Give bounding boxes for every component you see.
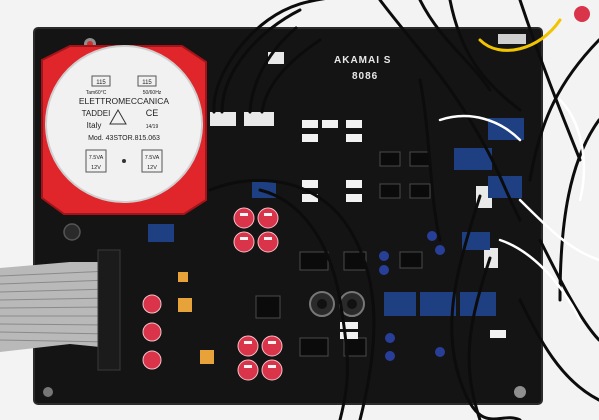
- left-voltage-label: 12V: [91, 165, 101, 171]
- left-rating-label: 7.5VA: [89, 155, 104, 161]
- wire-terminal: [498, 34, 526, 44]
- warning-triangle-icon: [109, 108, 127, 125]
- right-voltage-label: 12V: [147, 165, 157, 171]
- code-label: 14/19: [146, 124, 159, 130]
- pcb-edge: [33, 27, 543, 405]
- transformer: 115 115 Tam60°C 50/60Hz ELETTROMECCANICA…: [41, 45, 207, 215]
- right-rating-label: 7.5VA: [145, 155, 160, 161]
- red-wire-end: [574, 6, 590, 22]
- temp-label: Tam60°C: [86, 90, 107, 96]
- tap-left-label: 115: [96, 80, 106, 86]
- brand2-label: TADDEI: [82, 109, 111, 118]
- red-capacitors: [142, 207, 283, 381]
- ce-mark: CE: [146, 108, 159, 118]
- board-brand-label: AKAMAI S: [334, 55, 391, 66]
- smd-components: [302, 120, 506, 339]
- blue-small-capacitors: [379, 231, 445, 361]
- trimmer-pots: [178, 272, 214, 364]
- model-label: Mod. 43STOR.815.063: [88, 135, 160, 142]
- yellow-wire: [478, 18, 562, 52]
- ribbon-cable: [0, 249, 121, 371]
- board-model-label: 8086: [352, 71, 378, 82]
- black-wires: [208, 0, 599, 420]
- freq-label: 50/60Hz: [143, 90, 162, 96]
- brand-label: ELETTROMECCANICA: [79, 96, 170, 106]
- tap-right-label: 115: [142, 80, 152, 86]
- integrated-circuits: [255, 151, 431, 357]
- black-capacitors: [309, 291, 365, 317]
- country-label: Italy: [87, 121, 102, 130]
- mounting-screws: [43, 38, 526, 398]
- white-wires: [438, 98, 599, 322]
